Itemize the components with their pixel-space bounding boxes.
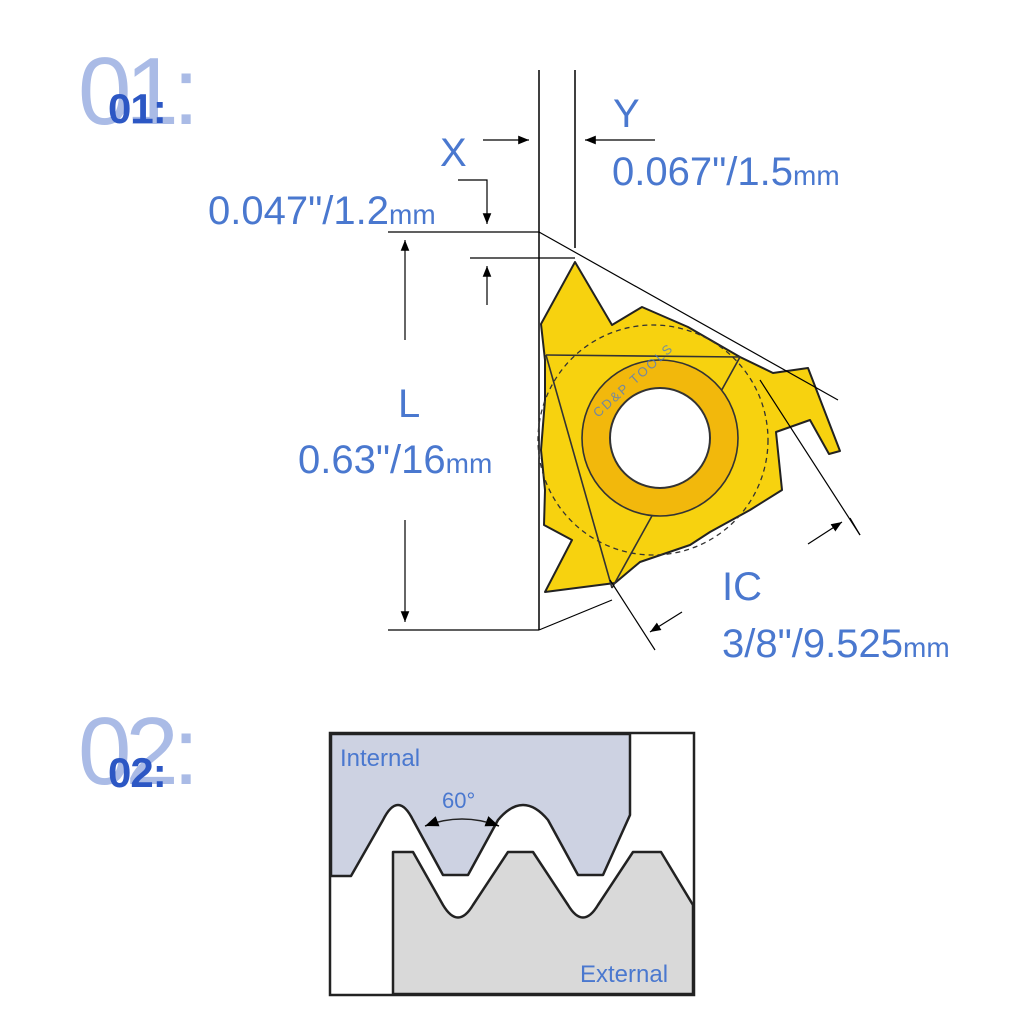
- dim-x-number: 0.047"/1.2: [208, 189, 389, 233]
- section-2-number: 02:: [108, 749, 167, 796]
- insert-diagram: CD&P TOOLS X 0.047"/1.2mm Y 0.067"/1.5mm: [208, 70, 950, 666]
- section-2-number-large: 02:: [78, 698, 199, 805]
- dim-l-unit: mm: [446, 448, 493, 479]
- dim-y-value: 0.067"/1.5mm: [612, 150, 840, 194]
- dim-x-unit: mm: [389, 199, 436, 230]
- angle-arc: [424, 816, 500, 827]
- thread-profile-diagram: 60° Internal External: [328, 731, 696, 997]
- dim-y-label: Y: [613, 92, 640, 136]
- internal-label: Internal: [340, 745, 420, 772]
- ic-circle: [537, 324, 769, 556]
- dim-y-number: 0.067"/1.5: [612, 150, 793, 194]
- dim-l-value: 0.63"/16mm: [298, 438, 492, 482]
- dim-ic-value: 3/8"/9.525mm: [722, 622, 950, 666]
- dim-l-label: L: [398, 382, 420, 426]
- section-1-number: 01:: [108, 85, 167, 132]
- external-thread-region: [391, 850, 695, 996]
- insert-hole: [609, 387, 711, 489]
- dim-x-value: 0.047"/1.2mm: [208, 189, 436, 233]
- dim-x-label: X: [440, 131, 467, 175]
- dim-ic-unit: mm: [903, 632, 950, 663]
- dim-ic-number: 3/8"/9.525: [722, 622, 903, 666]
- dim-ic-label: IC: [722, 565, 762, 609]
- thread-angle-label: 60°: [442, 788, 475, 813]
- dim-y-unit: mm: [793, 160, 840, 191]
- section-1-number-large: 01:: [78, 38, 199, 145]
- external-label: External: [580, 961, 668, 988]
- dim-l-number: 0.63"/16: [298, 438, 446, 482]
